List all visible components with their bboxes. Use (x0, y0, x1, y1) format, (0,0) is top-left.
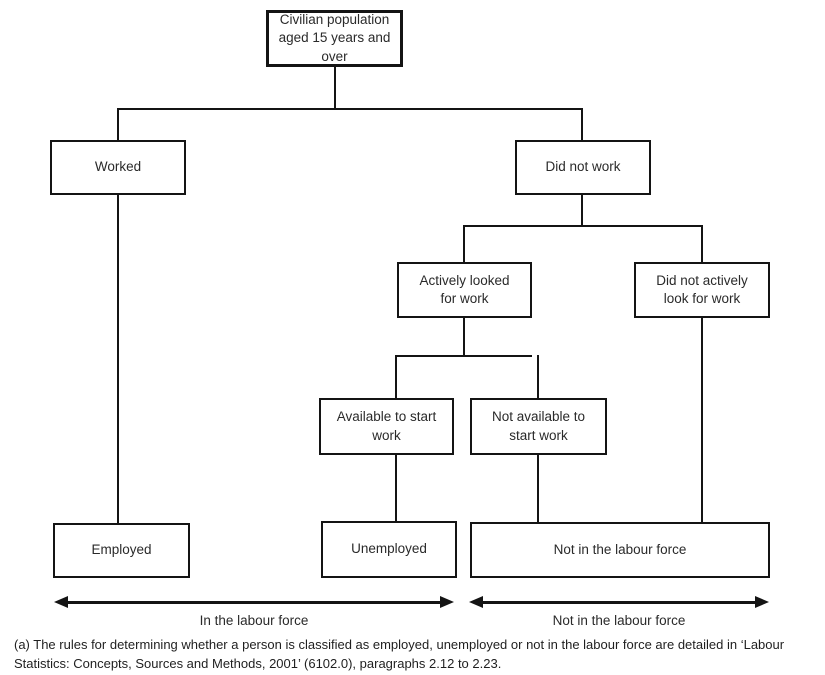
connector-line (463, 225, 465, 262)
node-available-to-start-work: Available to start work (319, 398, 454, 455)
node-did-not-work: Did not work (515, 140, 651, 195)
node-not-available-to-start-work: Not available to start work (470, 398, 607, 455)
connector-line (463, 318, 465, 355)
connector-line (701, 225, 703, 262)
arrowhead-left-icon (469, 596, 483, 608)
connector-line (463, 225, 703, 227)
not-in-labour-force-span-arrow (469, 596, 769, 608)
arrowhead-right-icon (440, 596, 454, 608)
node-unemployed: Unemployed (321, 521, 457, 578)
connector-line (581, 108, 583, 140)
connector-line (537, 455, 539, 522)
connector-line (395, 455, 397, 523)
node-not-in-the-labour-force: Not in the labour force (470, 522, 770, 578)
in-labour-force-label: In the labour force (199, 613, 309, 628)
node-employed: Employed (53, 523, 190, 578)
connector-line (537, 355, 539, 398)
connector-line (581, 195, 583, 225)
arrowhead-left-icon (54, 596, 68, 608)
in-labour-force-span-arrow (54, 596, 454, 608)
node-actively-looked-for-work: Actively looked for work (397, 262, 532, 318)
node-did-not-actively-look-for-work: Did not actively look for work (634, 262, 770, 318)
connector-line (701, 318, 703, 522)
connector-line (395, 355, 532, 357)
footnote: (a) The rules for determining whether a … (14, 637, 785, 671)
connector-line (117, 195, 119, 523)
connector-line (334, 67, 336, 108)
connector-line (117, 108, 583, 110)
node-civilian-population: Civilian population aged 15 years and ov… (266, 10, 403, 67)
node-worked: Worked (50, 140, 186, 195)
connector-line (395, 355, 397, 398)
connector-line (117, 108, 119, 140)
arrow-shaft (65, 600, 443, 604)
arrowhead-right-icon (755, 596, 769, 608)
not-in-labour-force-label: Not in the labour force (552, 613, 686, 628)
arrow-shaft (480, 600, 758, 604)
